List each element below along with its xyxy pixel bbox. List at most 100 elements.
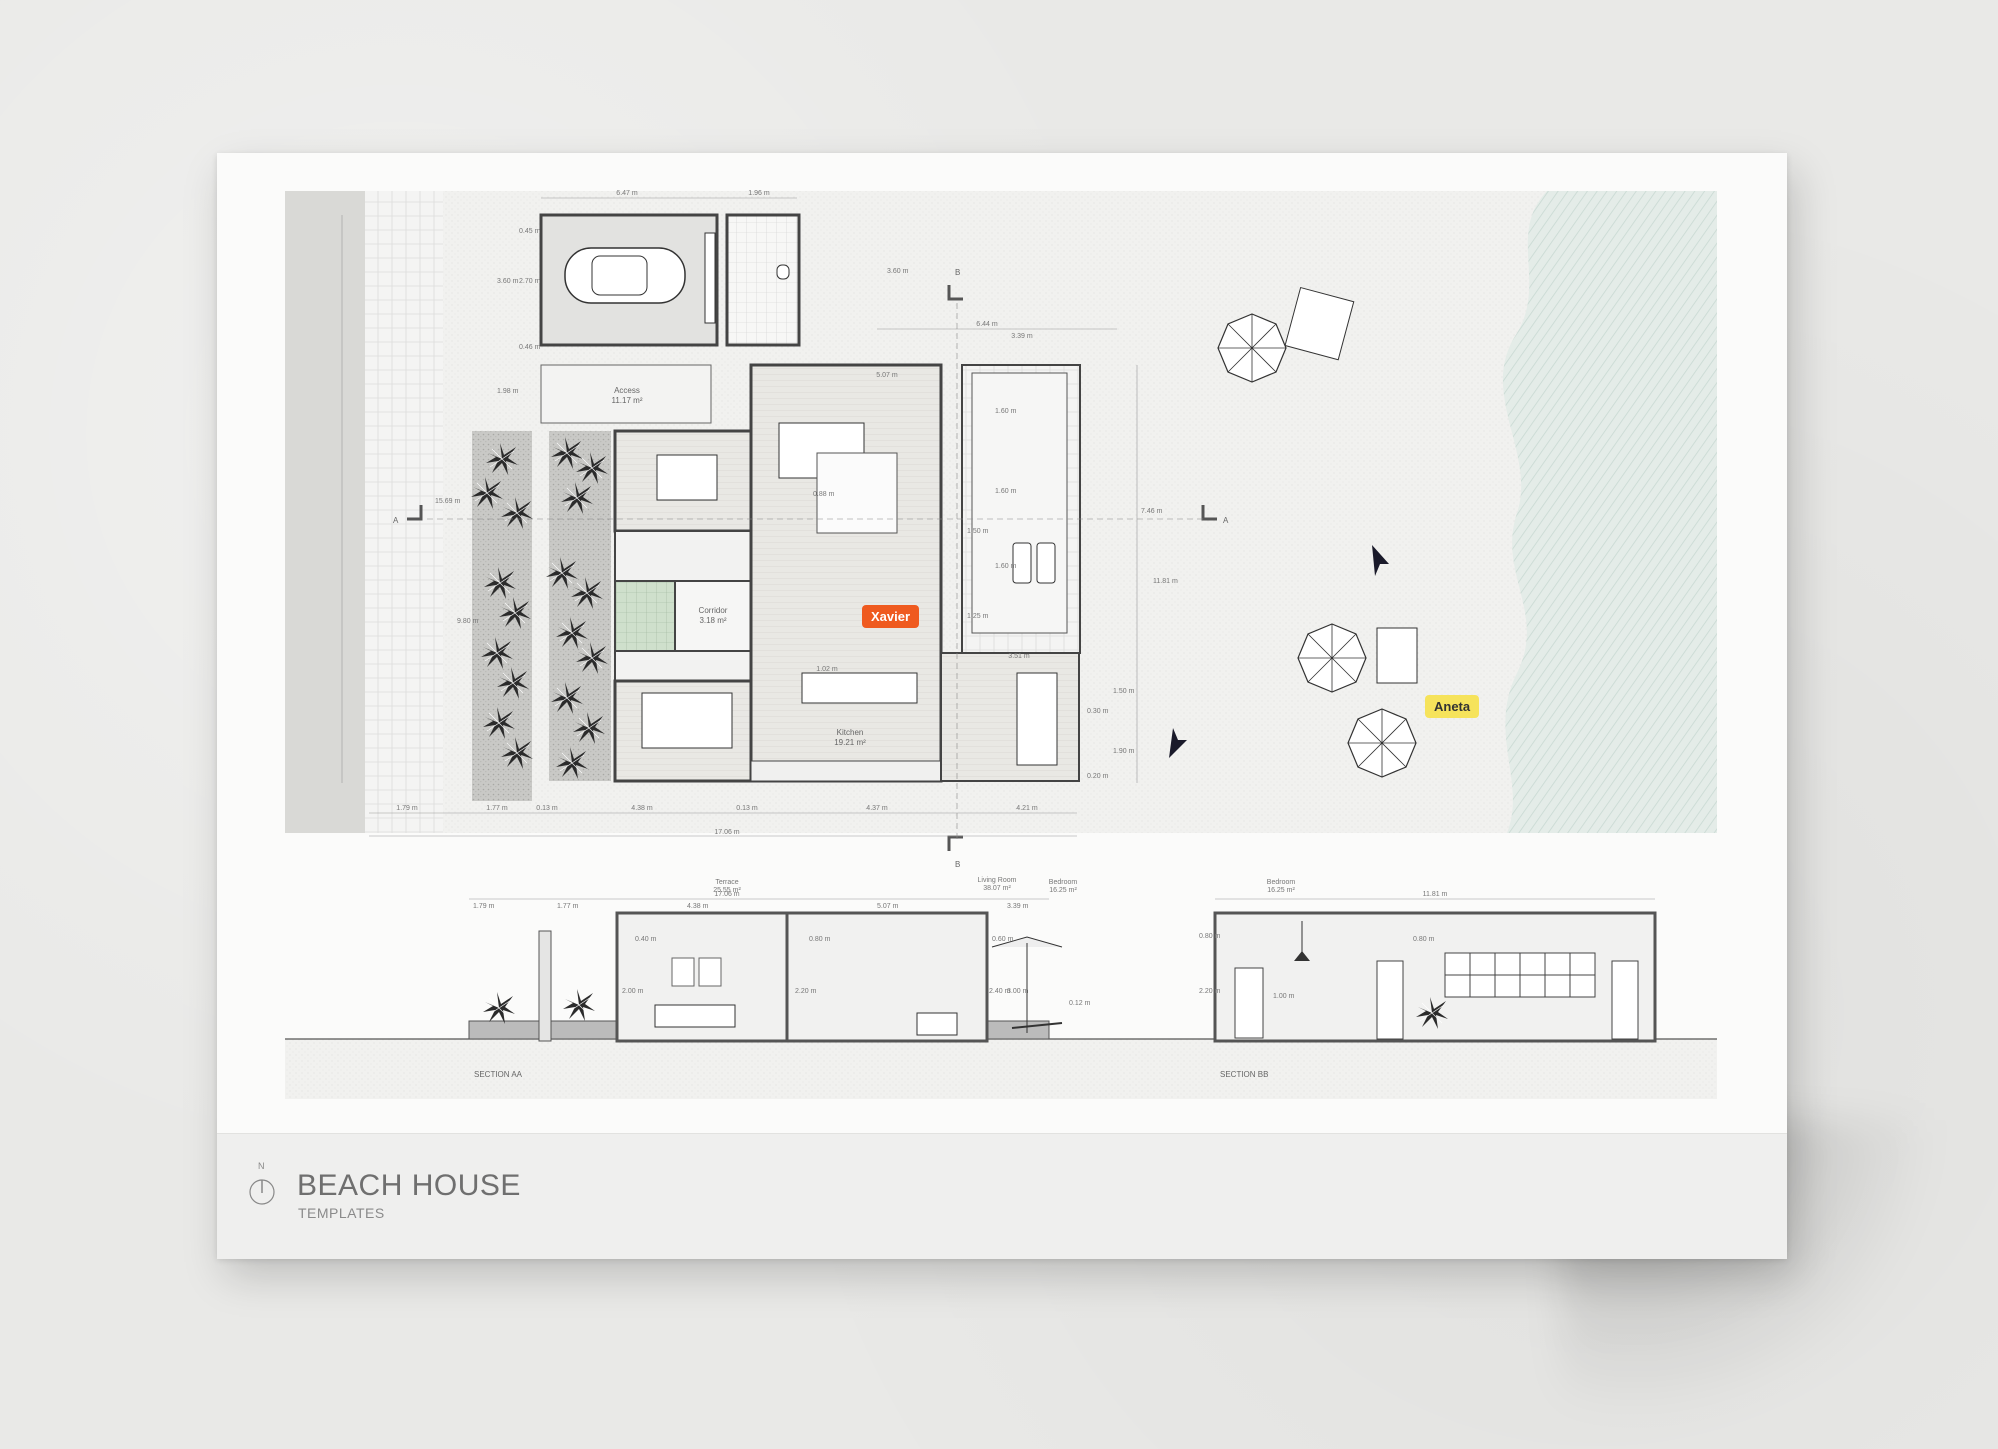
lounger-icon xyxy=(1012,542,1032,584)
dim-v-1-25: 1.25 m xyxy=(967,613,989,620)
sec-aa-terrace-name: Terrace xyxy=(715,879,738,886)
dim-b-4-37: 4.37 m xyxy=(866,805,888,812)
umbrella-icon xyxy=(1347,708,1417,778)
collaborator-tag-xavier: Xavier xyxy=(862,605,920,628)
sec-aa-dim-h-0-80: 0.80 m xyxy=(809,936,831,943)
collaborator-tag-aneta: Aneta xyxy=(1425,695,1480,718)
access-room-area: 11.17 m² xyxy=(612,396,643,405)
umbrella-icon xyxy=(1297,623,1367,693)
sec-bb-bedroom-name: Bedroom xyxy=(1267,879,1296,886)
dining-table xyxy=(1016,672,1058,766)
north-compass-icon xyxy=(249,1179,275,1205)
sec-aa-dim-h-2-20: 2.20 m xyxy=(795,988,817,995)
architectural-drawing: Access 11.17 m² Corridor 3.18 m² Kitchen… xyxy=(285,190,1717,1099)
section-bb-label: SECTION BB xyxy=(1220,1070,1268,1079)
kitchen-counter xyxy=(750,760,942,782)
dining-terrace xyxy=(940,652,1080,782)
sec-aa-dim-h-2-40: 2.40 m xyxy=(989,988,1011,995)
car-icon xyxy=(564,247,686,304)
sea-water xyxy=(1502,191,1717,833)
dim-b-4-38: 4.38 m xyxy=(631,805,653,812)
sec-aa-dim-1-77: 1.77 m xyxy=(557,903,579,910)
sidewalk-paving xyxy=(365,191,443,833)
dim-top-3-39: 3.39 m xyxy=(1011,333,1033,340)
sec-bb-dim-h-0-80a: 0.80 m xyxy=(1199,933,1221,940)
sec-aa-dim-total: 17.06 m xyxy=(714,891,739,898)
corridor-room-area: 3.18 m² xyxy=(699,616,726,625)
bed-south-icon xyxy=(641,692,733,749)
sec-aa-dim-h-0-40: 0.40 m xyxy=(635,936,657,943)
sec-aa-dim-3-39: 3.39 m xyxy=(1007,903,1029,910)
wc xyxy=(725,213,801,347)
sec-aa-dim-5-07: 5.07 m xyxy=(877,903,899,910)
kitchen-room-area: 19.21 m² xyxy=(834,738,866,747)
page-subtitle: TEMPLATES xyxy=(298,1205,385,1221)
section-aa xyxy=(285,898,1717,1099)
sec-aa-bedroom-area: 16.25 m² xyxy=(1049,887,1077,894)
sec-bb-bedroom-area: 16.25 m² xyxy=(1267,887,1295,894)
section-marker-b-bottom: B xyxy=(947,835,963,869)
section-marker-b-top: B xyxy=(947,268,963,301)
sec-bb-dim-h-0-80b: 0.80 m xyxy=(1413,936,1435,943)
garage-shelf xyxy=(704,232,716,324)
dim-top-5-07: 5.07 m xyxy=(876,372,898,379)
dim-v-0-30: 0.30 m xyxy=(1087,708,1109,715)
svg-text:B: B xyxy=(955,268,960,277)
dim-v-2-70: 2.70 m xyxy=(519,278,541,285)
dim-top-1-96: 1.96 m xyxy=(748,190,770,197)
sec-aa-dim-h-0-60: 0.60 m xyxy=(992,936,1014,943)
dim-b-1-79: 1.79 m xyxy=(396,805,418,812)
dim-v-3-60b: 3.60 m xyxy=(887,268,909,275)
dim-v-3-60: 3.60 m xyxy=(497,278,519,285)
dim-b-4-21: 4.21 m xyxy=(1016,805,1038,812)
sec-aa-dim-4-38: 4.38 m xyxy=(687,903,709,910)
sec-aa-living-name: Living Room xyxy=(978,877,1017,884)
sec-aa-dim-h-2-00: 2.00 m xyxy=(622,988,644,995)
dim-b-1-77: 1.77 m xyxy=(486,805,508,812)
dim-top-6-47: 6.47 m xyxy=(616,190,638,197)
dimension-lines xyxy=(341,197,1138,837)
dim-v-7-46: 7.46 m xyxy=(1141,508,1163,515)
dim-h-1-02: 1.02 m xyxy=(816,666,838,673)
dim-top-6-44: 6.44 m xyxy=(976,321,998,328)
sec-bb-dim-h-1-00: 1.00 m xyxy=(1273,993,1295,1000)
drawing-sheet: Access 11.17 m² Corridor 3.18 m² Kitchen… xyxy=(217,153,1787,1259)
gravel-bed-inner xyxy=(549,431,611,781)
wardrobe-strip-north xyxy=(614,530,752,582)
dim-v-15-69: 15.69 m xyxy=(435,498,460,505)
cursor-arrow-icon xyxy=(1372,545,1389,576)
section-aa-label: SECTION AA xyxy=(474,1070,523,1079)
dim-v-0-46: 0.46 m xyxy=(519,344,541,351)
dim-v-1-60b: 1.60 m xyxy=(995,488,1017,495)
dim-h-3-51: 3.51 m xyxy=(1008,653,1030,660)
lounger-icon xyxy=(1036,542,1056,584)
title-block xyxy=(217,1133,1787,1259)
dim-b-total: 17.06 m xyxy=(714,829,739,836)
dim-v-0-45: 0.45 m xyxy=(519,228,541,235)
dim-b-0-13b: 0.13 m xyxy=(736,805,758,812)
sec-aa-dim-1-79: 1.79 m xyxy=(473,903,495,910)
section-bb xyxy=(1213,898,1657,1043)
sec-aa-dim-h-0-12: 0.12 m xyxy=(1069,1000,1091,1007)
sec-aa-living-area: 38.07 m² xyxy=(983,885,1011,892)
cursor-arrow-icon xyxy=(1169,728,1187,758)
bathroom xyxy=(614,580,676,652)
access-room-name: Access xyxy=(614,386,640,395)
dim-v-1-90: 1.90 m xyxy=(1113,748,1135,755)
sec-bb-dim-total: 11.81 m xyxy=(1423,891,1448,898)
sec-bb-dim-h-2-20: 2.20 m xyxy=(1199,988,1221,995)
wardrobe-strip-south xyxy=(614,650,752,682)
dim-v-1-98: 1.98 m xyxy=(497,388,519,395)
page-title: BEACH HOUSE xyxy=(297,1169,521,1202)
access-area xyxy=(540,364,712,424)
beach-towel-icon xyxy=(1376,627,1418,684)
svg-text:B: B xyxy=(955,860,960,869)
sec-aa-terrace-area: 25.55 m² xyxy=(713,887,741,894)
road-strip xyxy=(285,191,365,833)
kitchen-island xyxy=(801,672,918,704)
umbrella-icon xyxy=(1217,313,1287,383)
rug-icon xyxy=(816,452,898,534)
sec-aa-bedroom-name: Bedroom xyxy=(1049,879,1078,886)
bed-north-icon xyxy=(656,454,718,501)
dim-v-11-81: 11.81 m xyxy=(1153,578,1178,585)
